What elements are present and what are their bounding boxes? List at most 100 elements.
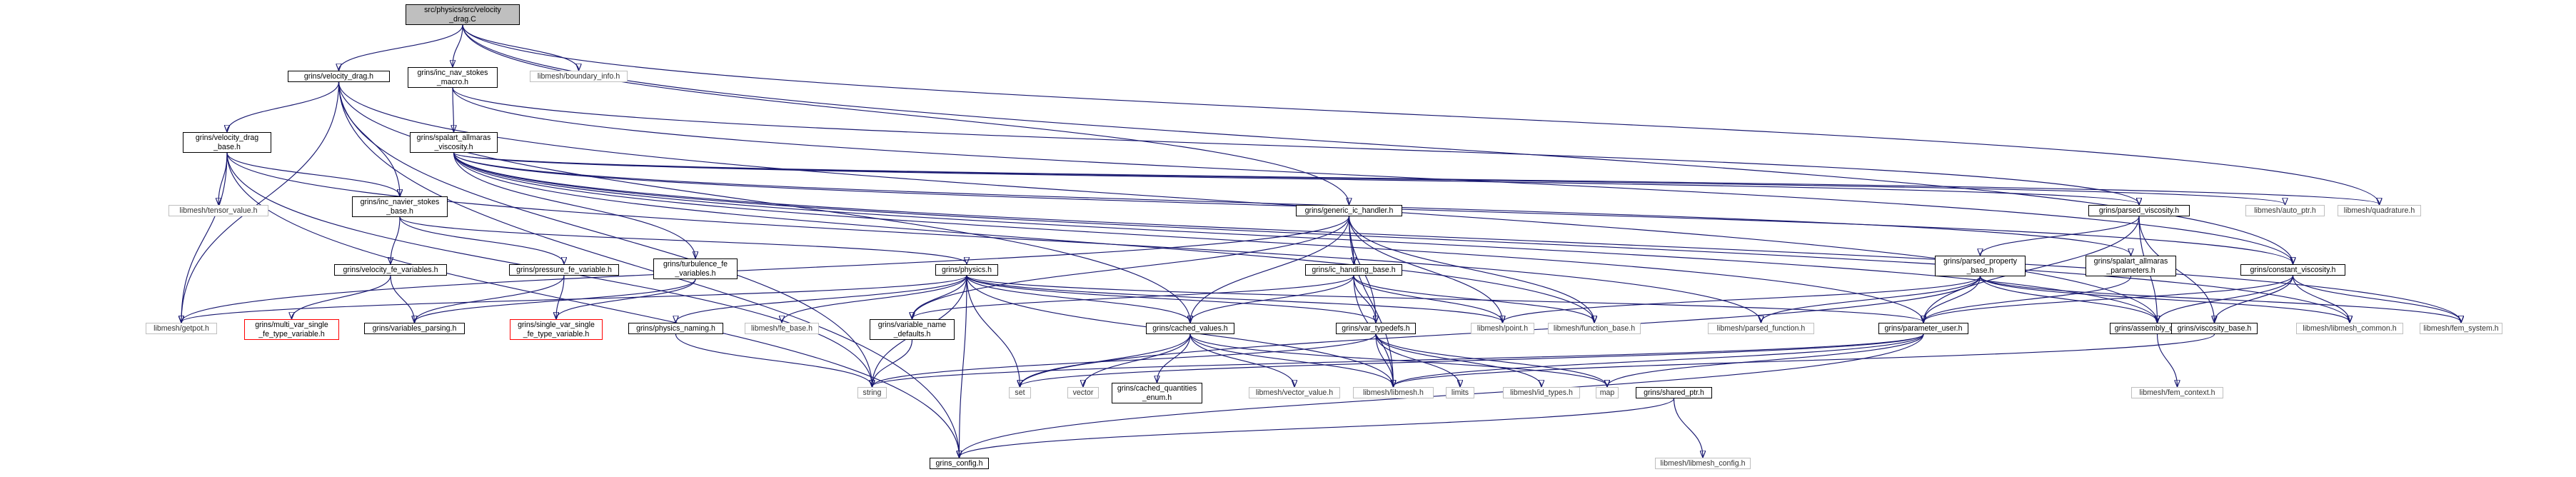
node-parsed-function-h: libmesh/parsed_function.h: [1708, 323, 1814, 334]
edge-ic-handling-base-h-to-function-base-h: [1353, 275, 1594, 322]
node-fem-context-h: libmesh/fem_context.h: [2131, 387, 2223, 398]
edge-velocity-drag-h-to-assembly-context-h: [338, 81, 2158, 322]
node-viscosity-base-h[interactable]: grins/viscosity_base.h: [2171, 323, 2258, 334]
edge-physics-h-to-set: [966, 275, 1020, 386]
edge-inc-navier-stokes-base-h-to-pressure-fe-variable-h: [399, 216, 564, 263]
node-cached-values-h[interactable]: grins/cached_values.h: [1146, 323, 1234, 334]
node-inc-navier-stokes-base-h[interactable]: grins/inc_navier_stokes _base.h: [352, 196, 448, 217]
node-ic-handling-base-h[interactable]: grins/ic_handling_base.h: [1305, 264, 1402, 276]
edge-inc-navier-stokes-base-h-to-physics-h: [399, 216, 967, 263]
edge-physics-h-to-physics-naming-h: [676, 275, 967, 322]
edge-physics-naming-h-to-string: [675, 333, 872, 386]
node-point-h: libmesh/point.h: [1471, 323, 1534, 334]
edge-spalart-allmaras-viscosity-h-to-libmesh-common-h: [453, 152, 2350, 322]
node-fe-base-h: libmesh/fe_base.h: [745, 323, 819, 334]
node-grins-config-h[interactable]: grins_config.h: [930, 458, 989, 469]
edge-parsed-property-base-h-to-libmesh-common-h: [1979, 276, 2350, 322]
node-velocity-fe-variables-h[interactable]: grins/velocity_fe_variables.h: [334, 264, 447, 276]
edge-shared-ptr-h-to-grins-config-h: [960, 398, 1675, 457]
edge-velocity-drag-h-to-grins-config-h: [338, 81, 960, 457]
edge-velocity-fe-variables-h-to-variables-parsing-h: [390, 275, 415, 322]
node-variables-parsing-h[interactable]: grins/variables_parsing.h: [364, 323, 465, 334]
edge-root-to-boundary-info-h: [462, 24, 579, 70]
node-root: src/physics/src/velocity _drag.C: [406, 4, 520, 25]
edge-var-typedefs-h-to-limits: [1375, 333, 1460, 386]
edge-spalart-allmaras-parameters-h-to-parameter-user-h: [1923, 276, 2132, 322]
edge-spalart-allmaras-viscosity-h-to-assembly-context-h: [453, 152, 2158, 322]
edge-velocity-drag-h-to-velocity-drag-base-h: [227, 81, 340, 131]
node-variable-name-defaults-h[interactable]: grins/variable_name _defaults.h: [870, 319, 955, 340]
node-shared-ptr-h[interactable]: grins/shared_ptr.h: [1636, 387, 1712, 398]
node-multi-var-single-fe-type-variable-h: grins/multi_var_single _fe_type_variable…: [244, 319, 339, 340]
edge-cached-values-h-to-libmesh-h: [1189, 333, 1394, 386]
edge-physics-h-to-variable-name-defaults-h: [912, 275, 967, 318]
edge-spalart-allmaras-viscosity-h-to-fem-system-h: [453, 152, 2462, 322]
edge-constant-viscosity-h-to-viscosity-base-h: [2215, 275, 2294, 322]
node-set: set: [1009, 387, 1031, 398]
node-generic-ic-handler-h[interactable]: grins/generic_ic_handler.h: [1296, 205, 1402, 216]
node-spalart-allmaras-parameters-h[interactable]: grins/spalart_allmaras _parameters.h: [2086, 256, 2176, 276]
node-function-base-h: libmesh/function_base.h: [1548, 323, 1641, 334]
edge-parsed-property-base-h-to-assembly-context-h: [1979, 276, 2158, 322]
edge-velocity-drag-base-h-to-parsed-function-h: [226, 152, 1761, 322]
node-velocity-drag-base-h[interactable]: grins/velocity_drag _base.h: [183, 132, 271, 153]
node-physics-h[interactable]: grins/physics.h: [935, 264, 998, 276]
node-pressure-fe-variable-h[interactable]: grins/pressure_fe_variable.h: [509, 264, 619, 276]
node-fem-system-h: libmesh/fem_system.h: [2420, 323, 2502, 334]
edge-root-to-constant-viscosity-h: [462, 24, 2293, 263]
edge-parameter-user-h-to-grins-config-h: [960, 333, 1924, 457]
edge-pressure-fe-variable-h-to-variables-parsing-h: [415, 275, 565, 322]
node-map: map: [1596, 387, 1619, 398]
node-turbulence-fe-variables-h[interactable]: grins/turbulence_fe _variables.h: [653, 258, 738, 279]
edge-velocity-drag-h-to-getpot-h: [181, 81, 340, 322]
edge-ic-handling-base-h-to-point-h: [1353, 275, 1503, 322]
node-single-var-single-fe-type-variable-h: grins/single_var_single _fe_type_variabl…: [510, 319, 603, 340]
edge-velocity-drag-base-h-to-grins-config-h: [226, 152, 960, 457]
edge-ic-handling-base-h-to-cached-values-h: [1190, 275, 1354, 322]
edge-physics-h-to-var-typedefs-h: [966, 275, 1376, 322]
node-physics-naming-h[interactable]: grins/physics_naming.h: [628, 323, 723, 334]
edge-physics-h-to-getpot-h: [181, 275, 967, 322]
node-parsed-viscosity-h[interactable]: grins/parsed_viscosity.h: [2088, 205, 2190, 216]
node-velocity-drag-h[interactable]: grins/velocity_drag.h: [288, 71, 390, 82]
node-vector: vector: [1067, 387, 1099, 398]
node-quadrature-h: libmesh/quadrature.h: [2338, 205, 2421, 216]
edge-constant-viscosity-h-to-assembly-context-h: [2158, 275, 2294, 322]
edge-cached-values-h-to-cached-quantities-enum-h: [1157, 333, 1191, 382]
edge-constant-viscosity-h-to-parameter-user-h: [1923, 275, 2294, 322]
edge-parameter-user-h-to-set: [1020, 333, 1924, 386]
edge-pressure-fe-variable-h-to-single-var-single-fe-type-variable-h: [556, 275, 565, 318]
edge-physics-h-to-parameter-user-h: [966, 275, 1923, 322]
node-inc-nav-stokes-macro-h[interactable]: grins/inc_nav_stokes _macro.h: [408, 67, 498, 88]
node-parameter-user-h[interactable]: grins/parameter_user.h: [1878, 323, 1968, 334]
edge-physics-h-to-fe-base-h: [782, 275, 967, 322]
edge-physics-h-to-grins-config-h: [960, 275, 967, 457]
node-auto-ptr-h: libmesh/auto_ptr.h: [2245, 205, 2325, 216]
edge-velocity-drag-h-to-cached-values-h: [338, 81, 1191, 322]
edge-inc-navier-stokes-base-h-to-velocity-fe-variables-h: [391, 216, 401, 263]
edge-velocity-drag-base-h-to-getpot-h: [181, 152, 228, 322]
edge-spalart-allmaras-viscosity-h-to-turbulence-fe-variables-h: [453, 152, 696, 258]
node-parsed-property-base-h[interactable]: grins/parsed_property _base.h: [1935, 256, 2026, 276]
edge-assembly-context-h-to-fem-context-h: [2156, 333, 2178, 386]
node-var-typedefs-h[interactable]: grins/var_typedefs.h: [1336, 323, 1416, 334]
edge-velocity-drag-h-to-inc-navier-stokes-base-h: [338, 81, 401, 196]
node-vector-value-h: libmesh/vector_value.h: [1249, 387, 1340, 398]
edge-shared-ptr-h-to-libmesh-config-h: [1673, 398, 1704, 457]
edge-turbulence-fe-variables-h-to-single-var-single-fe-type-variable-h: [556, 278, 696, 318]
edge-constant-viscosity-h-to-libmesh-common-h: [2292, 275, 2350, 322]
edge-parsed-viscosity-h-to-parsed-property-base-h: [1981, 216, 2140, 255]
node-cached-quantities-enum-h[interactable]: grins/cached_quantities _enum.h: [1112, 383, 1202, 403]
edge-generic-ic-handler-h-to-cached-values-h: [1190, 216, 1350, 322]
node-tensor-value-h: libmesh/tensor_value.h: [168, 205, 268, 216]
edge-turbulence-fe-variables-h-to-variables-parsing-h: [415, 278, 696, 322]
edge-constant-viscosity-h-to-fem-system-h: [2292, 275, 2462, 322]
edge-velocity-drag-h-to-string: [338, 81, 872, 386]
edge-spalart-allmaras-viscosity-h-to-function-base-h: [453, 152, 1595, 322]
node-constant-viscosity-h[interactable]: grins/constant_viscosity.h: [2240, 264, 2345, 276]
node-getpot-h: libmesh/getpot.h: [146, 323, 217, 334]
edge-root-to-generic-ic-handler-h: [462, 24, 1349, 204]
node-spalart-allmaras-viscosity-h[interactable]: grins/spalart_allmaras _viscosity.h: [410, 132, 498, 153]
node-libmesh-common-h: libmesh/libmesh_common.h: [2296, 323, 2403, 334]
